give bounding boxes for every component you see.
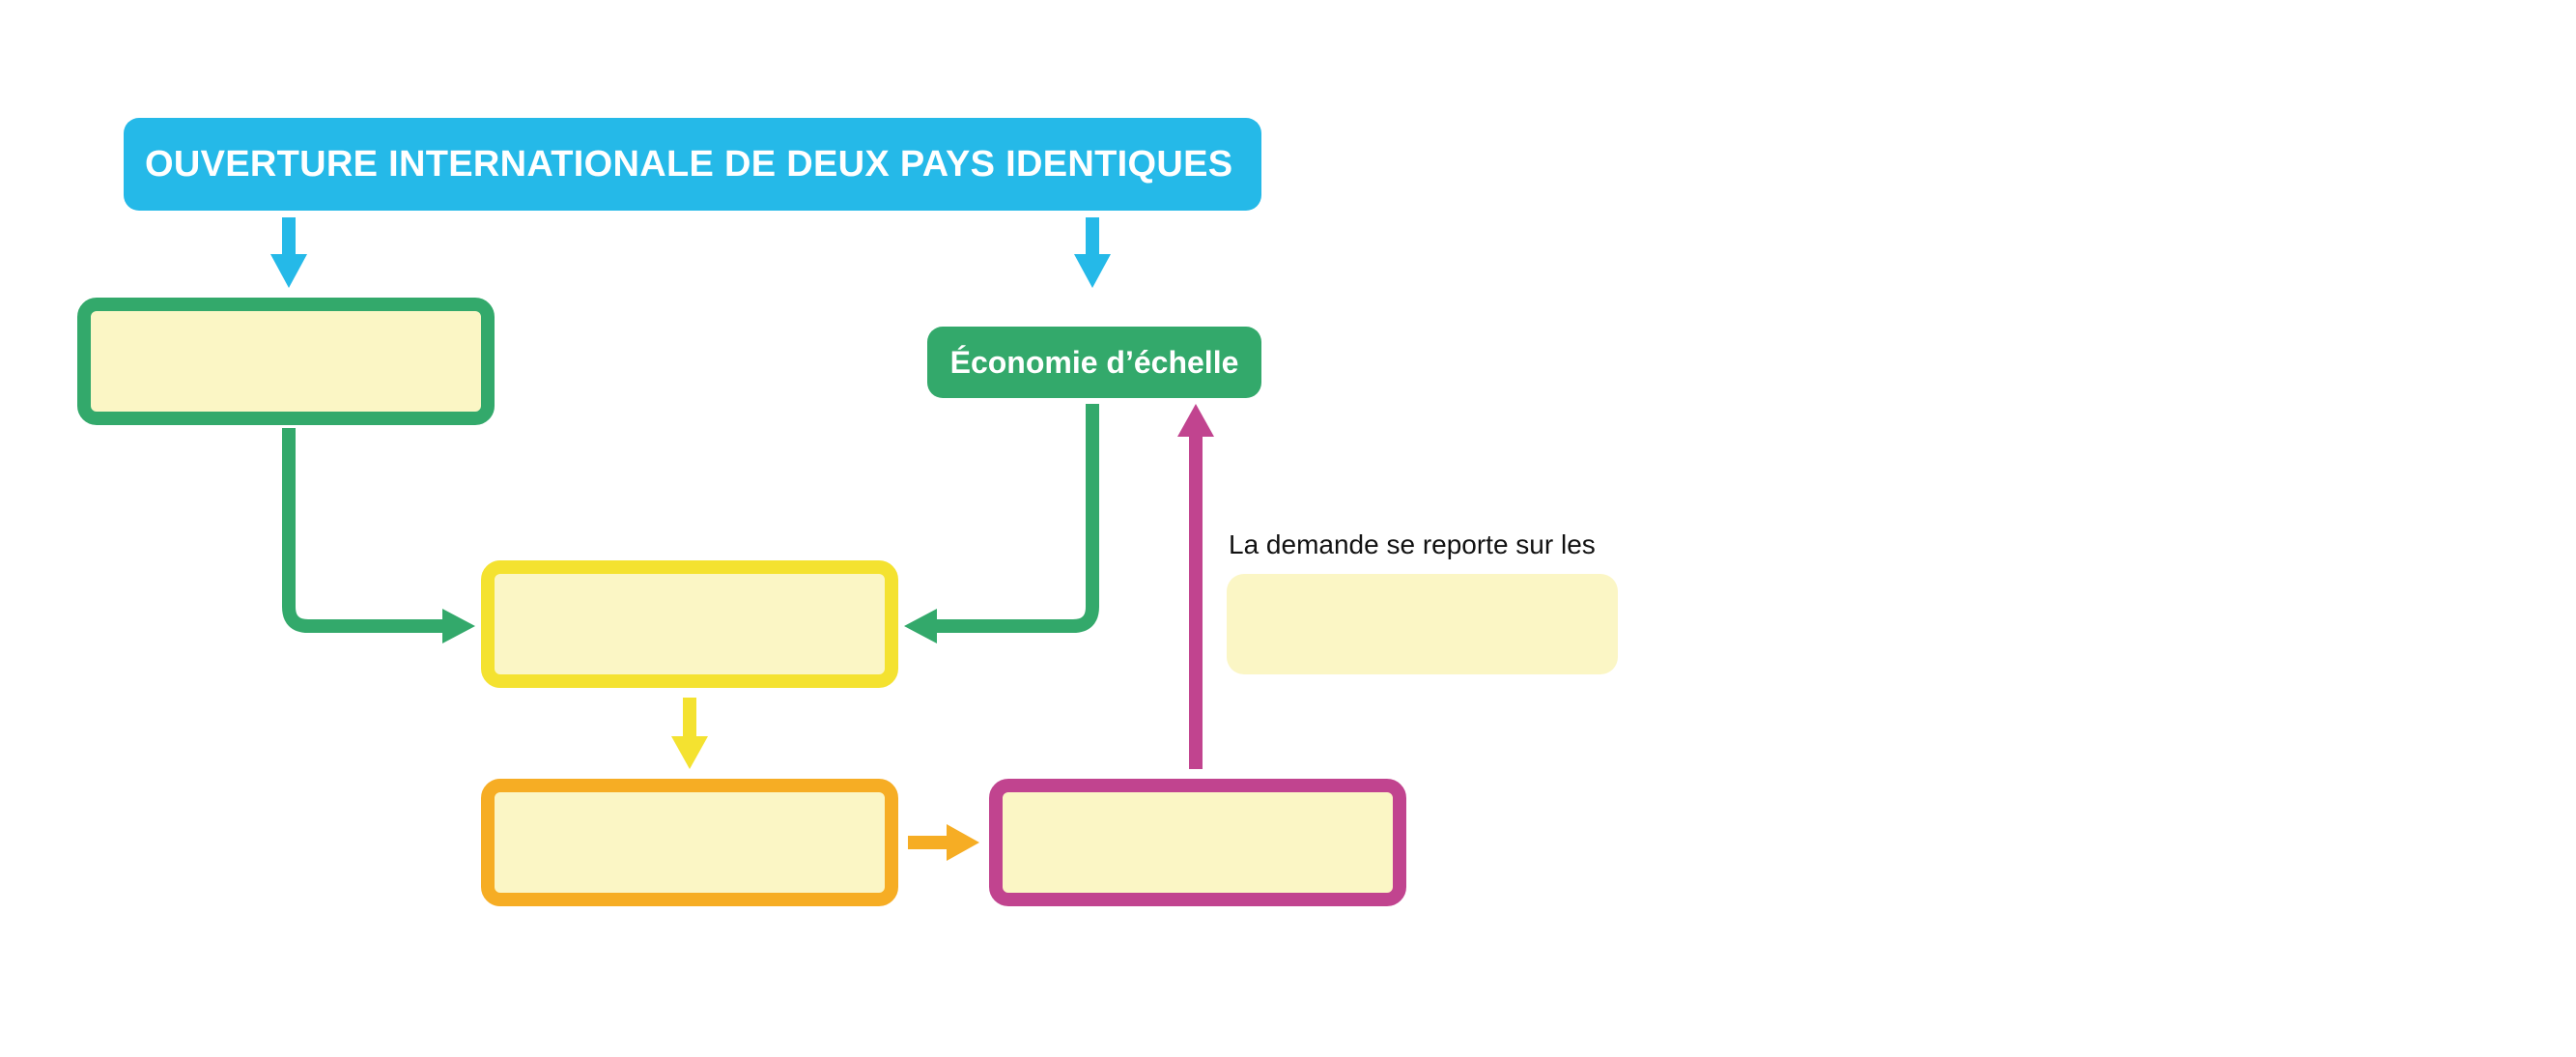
arrow-title-to-left-box <box>270 217 307 288</box>
blank-box-center[interactable] <box>481 560 898 688</box>
diagram-title: OUVERTURE INTERNATIONALE DE DEUX PAYS ID… <box>124 118 1261 211</box>
demand-label: La demande se reporte sur les <box>1229 529 1596 559</box>
arrow-center-to-orange <box>671 698 708 769</box>
economy-scale-node: Économie d’échelle <box>927 327 1261 398</box>
demand-blank-field[interactable] <box>1227 574 1618 674</box>
arrow-title-to-economy <box>1074 217 1111 288</box>
blank-box-left[interactable] <box>77 298 495 425</box>
arrow-economy-to-center <box>904 404 1099 643</box>
arrow-magenta-to-economy <box>1177 404 1214 769</box>
blank-box-bottom-left[interactable] <box>481 779 898 906</box>
blank-box-bottom-right[interactable] <box>989 779 1406 906</box>
arrow-orange-to-magenta <box>908 824 979 861</box>
arrow-left-box-to-center <box>282 428 475 643</box>
